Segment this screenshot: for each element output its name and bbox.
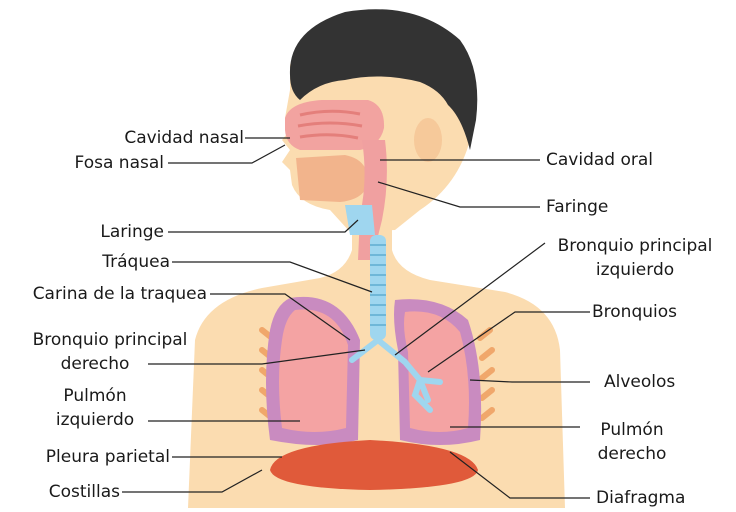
larynx-shape <box>345 205 375 235</box>
label-diafragma: Diafragma <box>596 488 685 508</box>
ear <box>414 118 442 162</box>
label-pleura: Pleura parietal <box>6 447 170 467</box>
label-pulmon-izq-line1: Pulmón <box>40 386 150 406</box>
label-bronquio-derecho-line2: derecho <box>40 354 150 374</box>
label-alveolos: Alveolos <box>604 372 675 392</box>
label-bronquio-izq-line2: izquierdo <box>540 260 730 280</box>
label-carina: Carina de la traquea <box>2 284 207 304</box>
label-bronquios: Bronquios <box>592 302 677 322</box>
lung-right-inner <box>279 309 348 432</box>
label-traquea: Tráquea <box>60 252 170 272</box>
label-pulmon-der-line2: derecho <box>582 444 682 464</box>
oral-cavity-shape <box>296 155 368 202</box>
label-laringe: Laringe <box>60 222 164 242</box>
label-pulmon-der-line1: Pulmón <box>582 420 682 440</box>
label-bronquio-izq-line1: Bronquio principal <box>540 236 730 256</box>
label-pulmon-izq-line2: izquierdo <box>40 410 150 430</box>
label-costillas: Costillas <box>10 482 120 502</box>
label-fosa-nasal: Fosa nasal <box>40 153 164 173</box>
label-bronquio-derecho-line1: Bronquio principal <box>10 330 210 350</box>
label-cavidad-oral: Cavidad oral <box>546 150 653 170</box>
label-cavidad-nasal: Cavidad nasal <box>104 128 244 148</box>
label-faringe: Faringe <box>546 197 608 217</box>
